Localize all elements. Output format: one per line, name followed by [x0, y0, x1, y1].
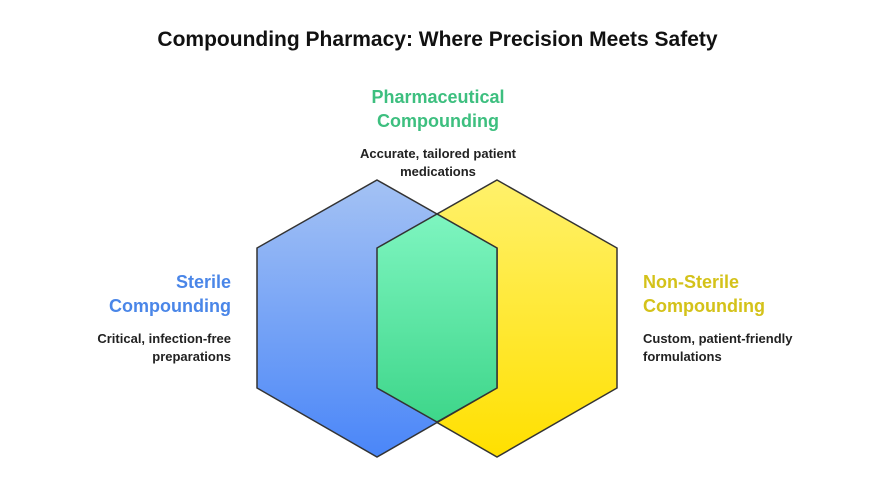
sterile-description: Critical, infection-free preparations [97, 331, 231, 364]
pharmaceutical-heading: Pharmaceutical Compounding [371, 87, 505, 131]
non-sterile-heading: Non-Sterile Compounding [643, 272, 765, 316]
pharmaceutical-overlap-hexagon [376, 213, 498, 423]
sterile-heading: Sterile Compounding [109, 272, 231, 316]
pharmaceutical-description: Accurate, tailored patient medications [359, 146, 517, 179]
non-sterile-description: Custom, patient-friendly formulations [643, 331, 793, 364]
page-title: Compounding Pharmacy: Where Precision Me… [157, 28, 718, 51]
